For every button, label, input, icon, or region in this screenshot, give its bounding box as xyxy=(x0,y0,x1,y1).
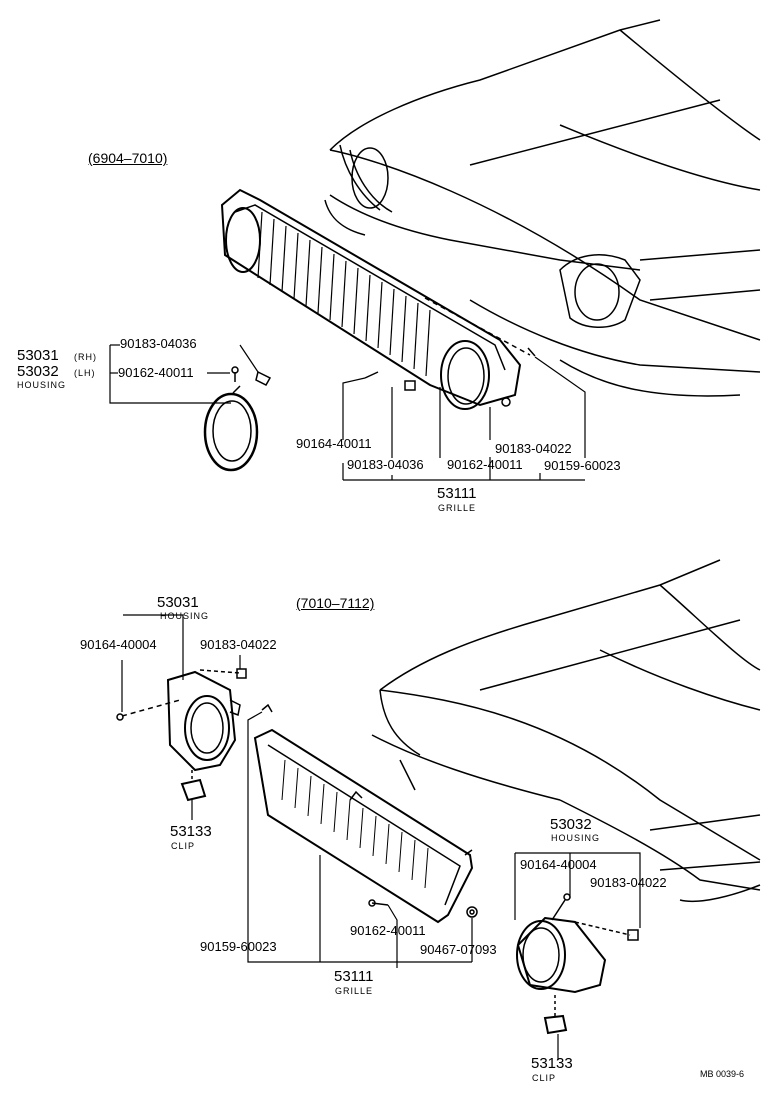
grille-callout-top-5[interactable]: 90159-60023 xyxy=(544,458,621,473)
clip-right-name: CLIP xyxy=(532,1073,557,1083)
clip-right-bottom xyxy=(543,995,568,1035)
housing-bolt-top-part[interactable]: 90162-40011 xyxy=(118,365,194,380)
housing-left-nut-part[interactable]: 90183-04022 xyxy=(200,637,277,652)
housing-lh-tag: (LH) xyxy=(74,368,96,378)
period-label-bottom: (7010–7112) xyxy=(296,595,375,611)
grille-callout-top-2[interactable]: 90183-04036 xyxy=(347,457,424,472)
housing-left-screw-part[interactable]: 90164-40004 xyxy=(80,637,157,652)
housing-left-part-number[interactable]: 53031 xyxy=(157,594,199,611)
grille-callout-bottom-1[interactable]: 90159-60023 xyxy=(200,939,277,954)
housing-right-bottom xyxy=(516,893,639,994)
grille-ribs-top xyxy=(257,211,431,377)
grille-part-number-top[interactable]: 53111 xyxy=(437,485,477,502)
grille-callout-top-3[interactable]: 90162-40011 xyxy=(447,457,523,472)
grille-callout-top-1[interactable]: 90164-40011 xyxy=(296,436,372,451)
grille-bottom xyxy=(253,703,474,924)
period-label-top: (6904–7010) xyxy=(88,150,168,166)
housing-ring-top xyxy=(203,385,259,472)
grille-top xyxy=(220,188,531,410)
housing-right-name: HOUSING xyxy=(551,833,601,843)
housing-left-bottom xyxy=(116,668,247,772)
leaders-bottom xyxy=(121,614,641,1060)
grille-ribs-bottom xyxy=(281,759,429,889)
car-body-top xyxy=(324,19,761,397)
housing-right-part-number[interactable]: 53032 xyxy=(550,816,592,833)
grille-callout-top-4[interactable]: 90183-04022 xyxy=(495,441,572,456)
grille-name-top: GRILLE xyxy=(438,503,477,513)
housing-rh-part-number[interactable]: 53031 xyxy=(17,347,59,364)
housing-name-top: HOUSING xyxy=(17,380,67,390)
grille-callout-bottom-2[interactable]: 90162-40011 xyxy=(350,923,426,938)
drawing-code: MB 0039-6 xyxy=(700,1069,745,1079)
grille-callout-bottom-3[interactable]: 90467-07093 xyxy=(420,942,497,957)
hardware-bottom xyxy=(368,899,478,918)
grille-part-number-bottom[interactable]: 53111 xyxy=(334,968,374,985)
housing-right-nut-part[interactable]: 90183-04022 xyxy=(590,875,667,890)
housing-left-name: HOUSING xyxy=(160,611,210,621)
grille-name-bottom: GRILLE xyxy=(335,986,374,996)
housing-lh-part-number[interactable]: 53032 xyxy=(17,363,59,380)
clip-right-part-number[interactable]: 53133 xyxy=(531,1055,573,1072)
car-body-bottom xyxy=(371,559,761,903)
leaders-top xyxy=(109,344,586,481)
clip-left-name: CLIP xyxy=(171,841,196,851)
housing-right-screw-part[interactable]: 90164-40004 xyxy=(520,857,597,872)
housing-screw-top-part[interactable]: 90183-04036 xyxy=(120,336,197,351)
clip-left-bottom xyxy=(180,770,207,802)
hardware-top xyxy=(231,347,536,407)
clip-left-part-number[interactable]: 53133 xyxy=(170,823,212,840)
housing-rh-tag: (RH) xyxy=(74,352,97,362)
